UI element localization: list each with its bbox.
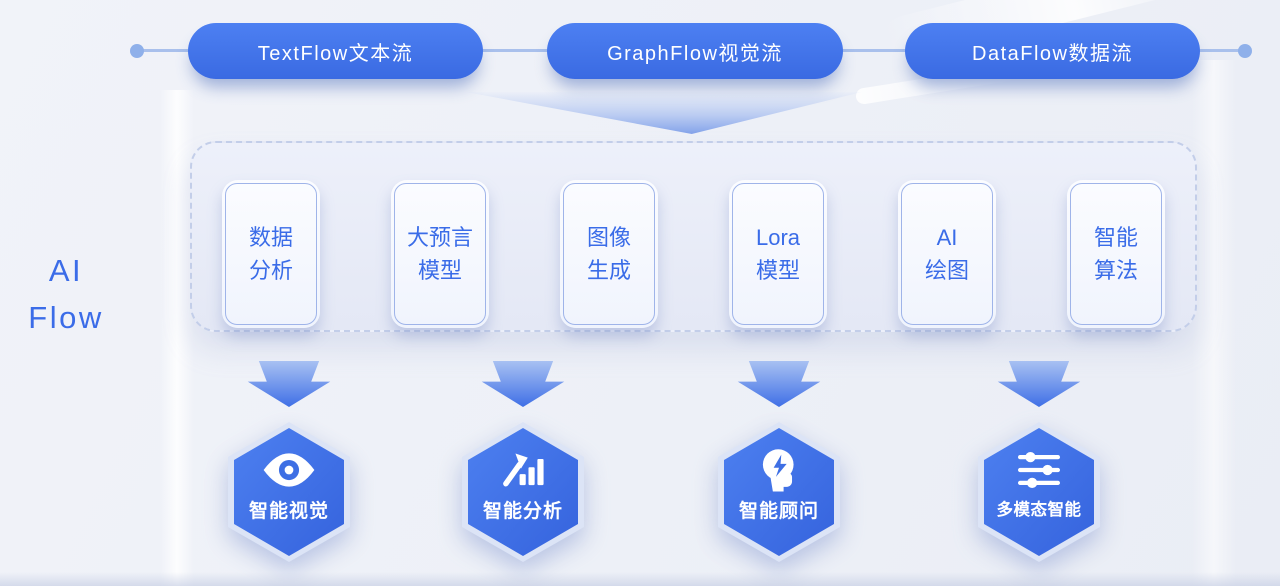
- flow-line-dot-right: [1238, 44, 1252, 58]
- hexagon-shape: [462, 422, 584, 562]
- hexagon-shape: [718, 422, 840, 562]
- flow-node-graphflow[interactable]: GraphFlow视觉流: [547, 23, 843, 79]
- module-card-label: AI 绘图: [924, 225, 969, 283]
- flow-node-textflow-label: TextFlow文本流: [257, 42, 414, 65]
- sliders-icon: [1015, 447, 1063, 493]
- growth-chart-icon: [499, 447, 547, 493]
- hexagon-shape: [978, 422, 1100, 562]
- down-arrow-icon: [737, 361, 821, 407]
- module-card-label: 数据 分析: [248, 225, 293, 283]
- output-node-multimodal[interactable]: 多模态智能: [976, 420, 1102, 564]
- module-card-label: Lora 模型: [755, 225, 801, 283]
- module-card-lora[interactable]: Lora 模型: [729, 180, 827, 328]
- module-card-image-generation[interactable]: 图像 生成: [560, 180, 658, 328]
- down-arrow-icon: [247, 361, 331, 407]
- output-node-label: 智能分析: [482, 501, 563, 522]
- module-card-ai-drawing[interactable]: AI 绘图: [898, 180, 996, 328]
- module-card-data-analysis[interactable]: 数据 分析: [222, 180, 320, 328]
- output-node-label: 智能视觉: [248, 501, 329, 522]
- module-card-llm[interactable]: 大预言 模型: [391, 180, 489, 328]
- module-card-label: 智能 算法: [1093, 225, 1138, 283]
- hexagon-shape: [228, 422, 350, 562]
- modules-container: 数据 分析 大预言 模型 图像 生成 Lora 模型 AI 绘图: [190, 141, 1197, 332]
- output-node-smart-vision[interactable]: 智能视觉: [226, 420, 352, 564]
- flow-line-dot-left: [130, 44, 144, 58]
- output-node-label: 智能顾问: [738, 501, 819, 522]
- head-lightning-icon: [757, 447, 801, 493]
- flow-node-textflow[interactable]: TextFlow文本流: [188, 23, 483, 79]
- module-card-smart-algorithm[interactable]: 智能 算法: [1067, 180, 1165, 328]
- eye-icon: [261, 447, 317, 493]
- module-card-label: 大预言 模型: [406, 225, 473, 283]
- flow-node-dataflow[interactable]: DataFlow数据流: [905, 23, 1200, 79]
- diagram-title: AI Flow: [8, 247, 124, 341]
- decor-light-band-right: [1192, 60, 1236, 586]
- funnel-chevron: [466, 92, 862, 134]
- decor-bottom-shade: [0, 572, 1280, 586]
- down-arrow-icon: [481, 361, 565, 407]
- flow-node-dataflow-label: DataFlow数据流: [972, 42, 1133, 65]
- output-node-label: 多模态智能: [996, 501, 1082, 519]
- module-card-label: 图像 生成: [586, 225, 631, 283]
- decor-light-band-left: [160, 90, 194, 586]
- flow-node-graphflow-label: GraphFlow视觉流: [607, 42, 783, 65]
- diagram-title-line2: Flow: [28, 300, 104, 336]
- output-node-smart-advisor[interactable]: 智能顾问: [716, 420, 842, 564]
- down-arrow-icon: [997, 361, 1081, 407]
- output-node-smart-analysis[interactable]: 智能分析: [460, 420, 586, 564]
- diagram-title-line1: AI: [48, 253, 84, 288]
